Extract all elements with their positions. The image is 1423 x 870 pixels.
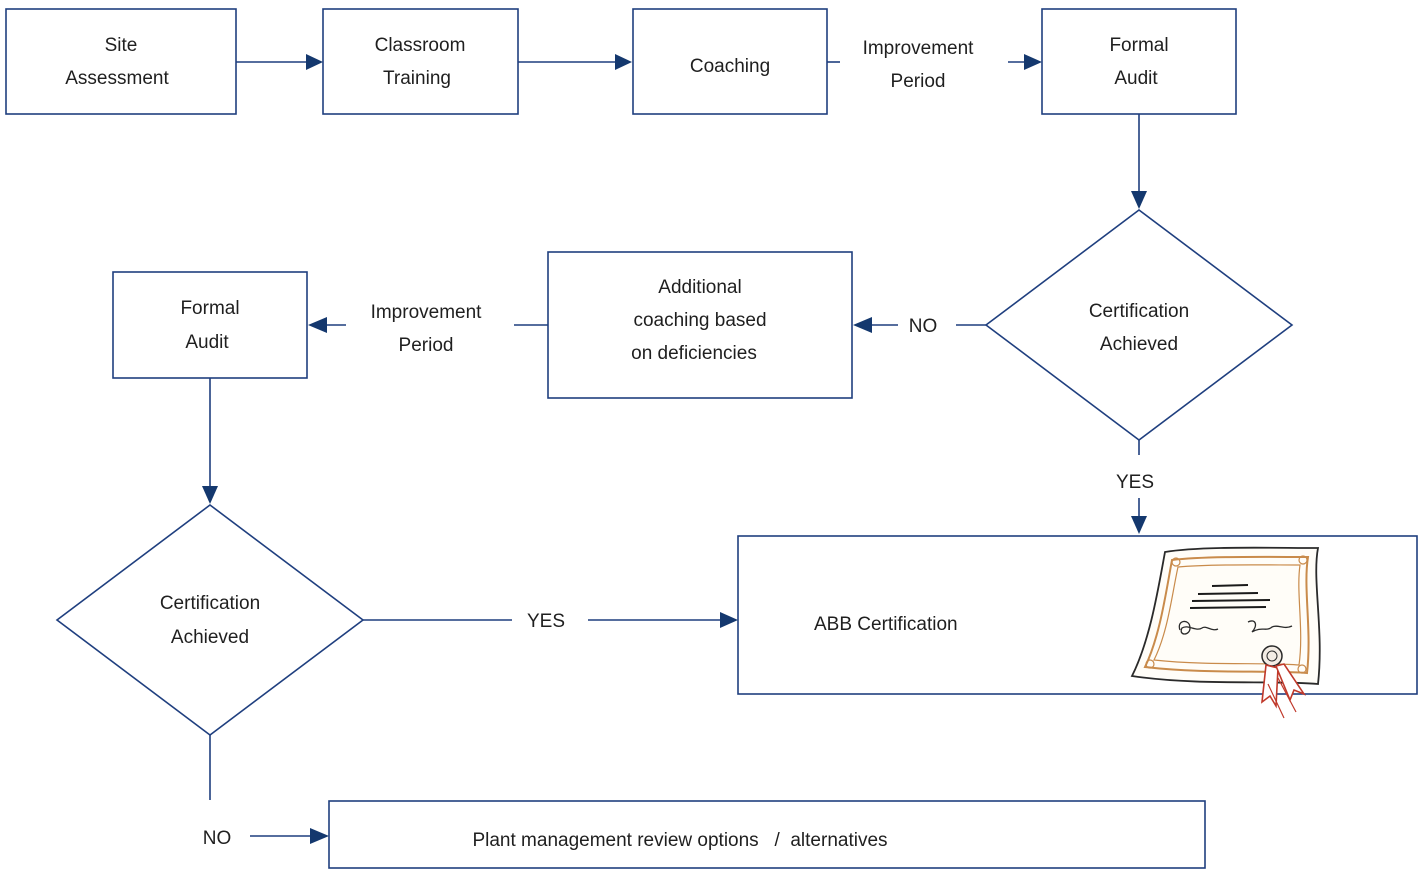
node-text-line: Certification xyxy=(160,593,260,614)
node-text-line: Site xyxy=(105,35,138,56)
node-text-line: Audit xyxy=(185,332,229,353)
node-text-line: Certification xyxy=(1089,301,1189,322)
node-text-line: Classroom xyxy=(375,35,466,56)
node-classroom-training: Classroom Training xyxy=(322,8,519,115)
edge-label-yes: YES xyxy=(527,611,565,632)
edge-label-line: Improvement xyxy=(863,38,975,59)
edge-label-improvement-period-1: Improvement Period xyxy=(863,38,975,92)
node-text-line: coaching based xyxy=(633,310,766,331)
edge-label-line: Improvement xyxy=(371,302,483,323)
node-formal-audit-2: Formal Audit xyxy=(112,271,308,379)
arrowhead xyxy=(1131,191,1147,209)
node-text-line: Formal xyxy=(1109,35,1168,56)
node-plant-management-review: Plant management review options / altern… xyxy=(328,800,1206,869)
node-text-line: Training xyxy=(383,68,451,89)
node-text-line: Audit xyxy=(1114,68,1158,89)
edge-label-line: Period xyxy=(399,335,454,356)
edge-label-no: NO xyxy=(909,316,938,337)
node-text-line: Plant management review options / altern… xyxy=(472,830,887,851)
node-text-line: Additional xyxy=(658,277,741,298)
node-text-line: Formal xyxy=(180,298,239,319)
node-site-assessment: Site Assessment xyxy=(5,8,237,115)
edge-label-line: Period xyxy=(891,71,946,92)
node-text-line: ABB Certification xyxy=(814,614,958,635)
arrowhead xyxy=(1024,54,1042,70)
edge-label-yes: YES xyxy=(1116,472,1154,493)
edge-label-no: NO xyxy=(203,828,232,849)
arrowhead xyxy=(306,54,323,70)
arrowhead xyxy=(720,612,738,628)
arrowhead xyxy=(202,486,218,504)
node-text-line: Coaching xyxy=(690,56,770,77)
node-abb-certification: ABB Certification xyxy=(737,535,1418,719)
certificate-icon xyxy=(1130,546,1321,719)
arrowhead xyxy=(1131,516,1147,534)
node-additional-coaching: Additional coaching based on deficiencie… xyxy=(547,251,853,399)
node-text-line: Achieved xyxy=(1100,334,1178,355)
node-text-line: Achieved xyxy=(171,627,249,648)
arrowhead xyxy=(615,54,632,70)
arrowhead xyxy=(853,317,872,333)
node-text-line: Assessment xyxy=(65,68,169,89)
node-coaching: Coaching xyxy=(632,8,828,115)
arrowhead xyxy=(308,317,327,333)
node-certification-decision-2: Certification Achieved xyxy=(55,503,365,737)
node-text-line: on deficiencies xyxy=(631,343,757,364)
node-certification-decision-1: Certification Achieved xyxy=(984,208,1294,442)
node-formal-audit-1: Formal Audit xyxy=(1041,8,1237,115)
arrowhead xyxy=(310,828,329,844)
edge-label-improvement-period-2: Improvement Period xyxy=(371,302,483,356)
